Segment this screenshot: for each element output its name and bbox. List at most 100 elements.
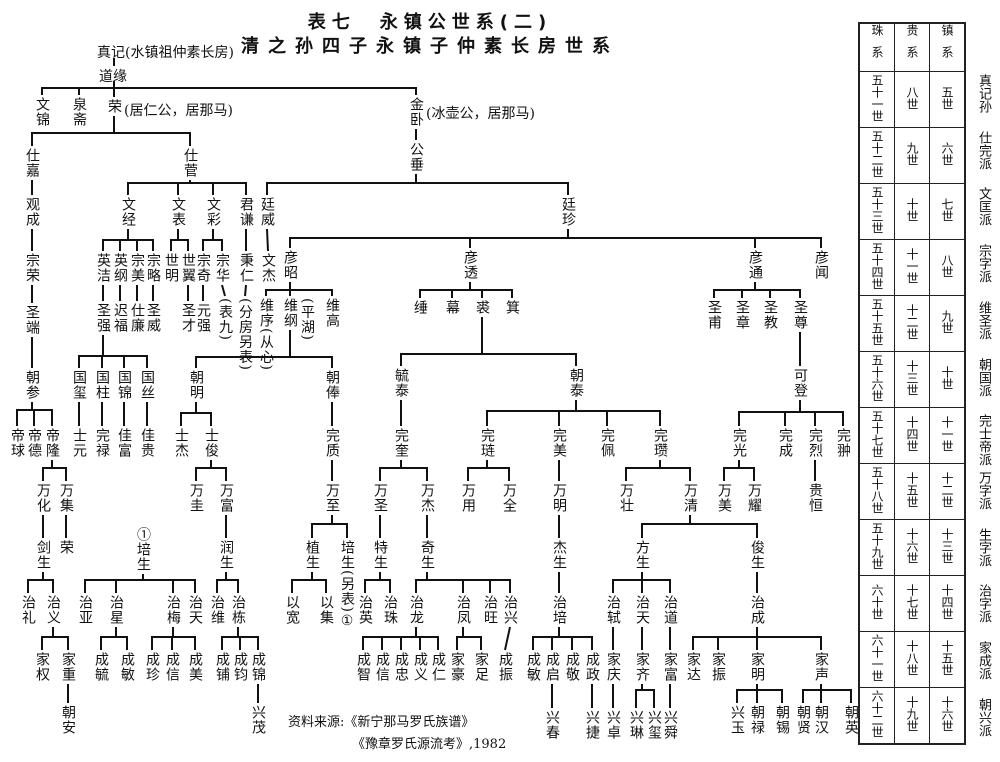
person-name: 治珠	[382, 595, 398, 625]
person-name: 维高	[324, 298, 340, 328]
person-name: 治维	[209, 595, 225, 625]
person-name: 治凤	[455, 595, 471, 625]
generation-row: 五十五世十二世九世	[858, 295, 966, 352]
person-name: 万壮	[618, 483, 634, 513]
generation-cell-text: 五十五世	[870, 298, 884, 346]
generation-cell: 十六世	[929, 687, 966, 745]
person-name: 治星	[108, 595, 124, 625]
person-name: 万圣	[372, 483, 388, 513]
tree-connector	[266, 228, 269, 252]
generation-cell: 五十九世	[858, 519, 895, 576]
person-name: 圣章	[734, 300, 750, 330]
generation-cell-text: 十世	[905, 198, 919, 222]
person-name: 圣甫	[706, 300, 722, 330]
person-name: 完美	[551, 428, 567, 458]
person-name: 可登	[792, 368, 808, 398]
generation-cell: 十五世	[894, 463, 930, 520]
generation-cell-text: 十一世	[940, 416, 954, 452]
person-name: 成敏	[525, 652, 541, 682]
person-name: 公垂	[408, 142, 424, 172]
column-header: 镇系	[929, 22, 966, 72]
branch-label: 宗字派	[976, 244, 991, 284]
generation-cell-text: 五十七世	[870, 410, 884, 458]
annotation-jinwo: (冰壶公，居那马)	[426, 106, 535, 122]
column-header-text: 镇系	[940, 24, 954, 68]
generation-cell: 五十七世	[858, 407, 895, 464]
branch-label: 治字派	[976, 584, 991, 624]
person-name: 朝参	[24, 370, 40, 400]
person-name: 完光	[731, 428, 747, 458]
person-name: 文杰	[260, 253, 276, 283]
person-name: 圣威	[145, 303, 161, 333]
person-name: 宗美	[129, 253, 145, 283]
generation-cell-text: 五世	[940, 86, 954, 110]
person-name: 万圭	[188, 483, 204, 513]
source-line-2: 《豫章罗氏源流考》,1982	[352, 737, 507, 752]
person-name: 万化	[35, 483, 51, 513]
person-name: 成振	[497, 652, 513, 682]
person-name: 家振	[710, 652, 726, 682]
person-name: 杰生	[551, 540, 567, 570]
generation-cell-text: 六十二世	[870, 690, 884, 738]
column-header: 珠系	[858, 22, 895, 72]
person-name: 帝德	[26, 428, 42, 458]
person-name: 万集	[58, 483, 74, 513]
generation-cell-text: 十世	[940, 366, 954, 390]
person-name: 国柱	[94, 370, 110, 400]
person-name: 完成	[777, 428, 793, 458]
generation-cell: 五十二世	[858, 127, 895, 184]
person-name: 仕廉	[129, 303, 145, 333]
person-name: 成信	[374, 652, 390, 682]
generation-cell-text: 十三世	[940, 528, 954, 564]
generation-cell: 十六世	[894, 519, 930, 576]
generation-row: 六十二世十九世十六世	[858, 687, 966, 745]
generation-cell: 十四世	[894, 407, 930, 464]
person-name: 成启	[544, 652, 560, 682]
person-name: 完质	[324, 428, 340, 458]
person-name: 彦闻	[813, 250, 829, 280]
person-name: 士俊	[203, 428, 219, 458]
person-name: 迟福	[112, 303, 128, 333]
table-title: 表七 永镇公世系(二)	[307, 12, 553, 33]
person-name: 佳富	[116, 428, 132, 458]
branch-label: 真记孙	[976, 74, 991, 113]
person-name: 朝泰	[568, 368, 584, 398]
person-name: 家达	[685, 652, 701, 682]
person-name: 家庆	[605, 652, 621, 682]
generation-cell-text: 十八世	[905, 640, 919, 676]
person-name: 万清	[682, 483, 698, 513]
person-name: 幕	[444, 300, 460, 315]
generation-cell-text: 十二世	[905, 304, 919, 340]
generation-cell: 五十五世	[858, 295, 895, 352]
person-name: 朝明	[188, 370, 204, 400]
generation-cell: 十二世	[929, 463, 966, 520]
person-name: 治天	[634, 595, 650, 625]
person-name: 治天	[187, 595, 203, 625]
generation-row: 五十七世十四世十一世	[858, 407, 966, 464]
generation-cell: 十五世	[929, 631, 966, 688]
person-name: 道缘	[99, 69, 127, 85]
generation-row: 五十四世十一世八世	[858, 239, 966, 296]
person-name: 箕	[504, 300, 520, 315]
source-line-1: 资料来源:《新宁那马罗氏族谱》	[288, 715, 475, 730]
person-name: 家豪	[449, 652, 465, 682]
person-name: 荣	[106, 99, 122, 114]
person-name: 朝汉	[813, 705, 829, 735]
person-name: 万至	[324, 483, 340, 513]
person-name: 万全	[501, 483, 517, 513]
person-name: 治龙	[408, 595, 424, 625]
person-name: 佳贵	[139, 428, 155, 458]
person-name: 文锦	[34, 97, 50, 127]
person-name: 完瓒	[652, 428, 668, 458]
person-name: 治梅	[165, 595, 181, 625]
person-name: 廷珍	[560, 197, 576, 227]
generation-row: 六十世十七世十四世	[858, 575, 966, 632]
person-name: 士杰	[173, 428, 189, 458]
generation-cell: 八世	[929, 239, 966, 296]
person-name: 兴茂	[250, 705, 266, 735]
generation-cell-text: 十二世	[940, 472, 954, 508]
generation-cell: 七世	[929, 183, 966, 240]
person-name: 成锦	[250, 652, 266, 682]
person-name: 家声	[813, 652, 829, 682]
person-name: 维纲	[282, 298, 298, 328]
